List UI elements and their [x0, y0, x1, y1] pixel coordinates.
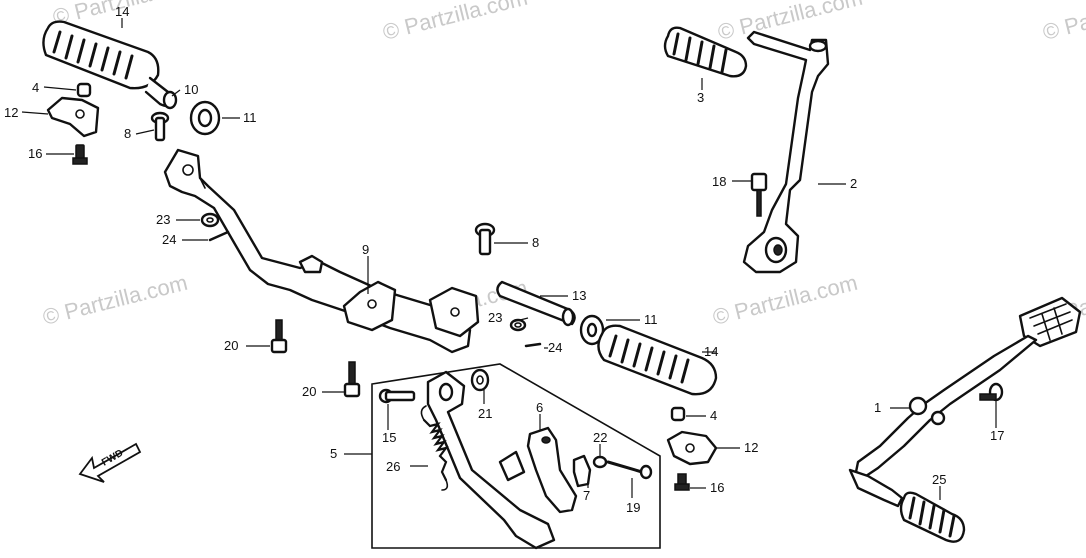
bolt-17[interactable] — [979, 382, 1004, 402]
callout-1: 1 — [874, 400, 881, 415]
callout-14-left: 14 — [115, 4, 129, 19]
callout-12-left: 12 — [4, 105, 18, 120]
bracket-right[interactable] — [666, 430, 718, 466]
callout-13: 13 — [572, 288, 586, 303]
callout-19: 19 — [626, 500, 640, 515]
shift-rubber-25[interactable] — [899, 491, 966, 543]
pin-8-center[interactable] — [474, 222, 496, 256]
callout-18: 18 — [712, 174, 726, 189]
callout-14-right: 14 — [704, 344, 718, 359]
pivot-pin-13[interactable] — [496, 280, 576, 327]
callout-3: 3 — [697, 90, 704, 105]
bolt-20-upper[interactable] — [270, 319, 288, 354]
callout-6: 6 — [536, 400, 543, 415]
callout-25: 25 — [932, 472, 946, 487]
bolt-18[interactable] — [750, 172, 768, 217]
callout-7: 7 — [583, 488, 590, 503]
stand-bracket-6[interactable] — [526, 426, 578, 514]
spring-26[interactable] — [420, 405, 449, 491]
kick-rubber-3[interactable] — [663, 26, 748, 78]
callout-2: 2 — [850, 176, 857, 191]
callout-labels: 14 4 10 12 11 8 16 23 24 3 18 2 9 8 13 2… — [4, 4, 1004, 515]
bolt-16-left[interactable] — [72, 144, 88, 165]
forward-direction-marker: FWD — [78, 442, 142, 483]
watermark-top-right: © Partzilla.com — [715, 0, 865, 45]
callout-5: 5 — [330, 446, 337, 461]
nut-21[interactable] — [470, 368, 490, 392]
callout-15: 15 — [382, 430, 396, 445]
kit-box-5 — [371, 363, 661, 549]
cotter-pin-24-center[interactable] — [524, 342, 542, 348]
bracket-left[interactable] — [46, 96, 100, 138]
bolt-16-right[interactable] — [674, 473, 690, 491]
callout-20-upper: 20 — [224, 338, 238, 353]
nut-23-left[interactable] — [200, 212, 220, 228]
callout-23-center: 23 — [488, 310, 502, 325]
pin-8-left[interactable] — [150, 111, 170, 142]
callout-24-left: 24 — [162, 232, 176, 247]
kick-starter-arm-2[interactable] — [742, 30, 830, 274]
callout-20-lower: 20 — [302, 384, 316, 399]
watermark-far-right: © Partzilla.com — [1040, 0, 1086, 45]
pin-cap-right[interactable] — [670, 406, 686, 422]
cotter-pin-24-left[interactable] — [208, 230, 230, 242]
callout-17: 17 — [990, 428, 1004, 443]
bolt-15[interactable] — [378, 388, 416, 404]
callout-24-center: 24 — [548, 340, 562, 355]
bolt-19[interactable] — [606, 460, 653, 480]
callout-23-left: 23 — [156, 212, 170, 227]
footpeg-rubber-left[interactable] — [42, 20, 178, 110]
step-bar-main[interactable] — [163, 148, 480, 354]
pin-cap-left[interactable] — [76, 82, 92, 98]
callout-9: 9 — [362, 242, 369, 257]
callout-16-right: 16 — [710, 480, 724, 495]
footpeg-rubber-right[interactable] — [597, 324, 718, 396]
washer-11-left[interactable] — [189, 100, 221, 136]
watermark-mid-left: © Partzilla.com — [40, 270, 190, 330]
callout-22: 22 — [593, 430, 607, 445]
callout-12-right: 12 — [744, 440, 758, 455]
callout-8-center: 8 — [532, 235, 539, 250]
callout-4-left: 4 — [32, 80, 39, 95]
callout-26: 26 — [386, 459, 400, 474]
watermark-top-center: © Partzilla.com — [380, 0, 530, 45]
callout-16-left: 16 — [28, 146, 42, 161]
pin-7[interactable] — [572, 454, 592, 488]
side-stand-arm[interactable] — [426, 370, 556, 550]
callout-11-left: 11 — [243, 110, 257, 125]
gear-pedal-1[interactable] — [848, 296, 1082, 508]
nut-22[interactable] — [592, 455, 608, 469]
callout-10: 10 — [184, 82, 198, 97]
callout-8-left: 8 — [124, 126, 131, 141]
callout-21: 21 — [478, 406, 492, 421]
watermark-mid-right: © Partzilla.com — [710, 270, 860, 330]
callout-4-right: 4 — [710, 408, 717, 423]
leader-lines — [21, 18, 997, 500]
bolt-20-lower[interactable] — [343, 361, 361, 398]
callout-11-center: 11 — [644, 312, 658, 327]
